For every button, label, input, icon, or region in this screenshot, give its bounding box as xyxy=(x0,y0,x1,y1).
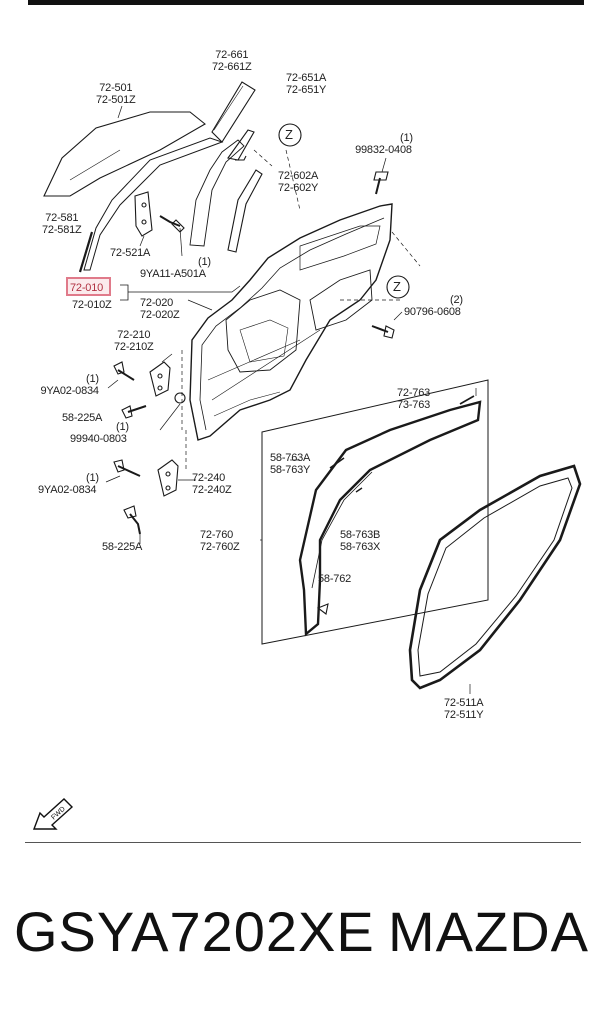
label-90796: (2)90796-0608 xyxy=(404,294,463,318)
z-marker-top: Z xyxy=(285,127,293,142)
label-72-010z: 72-010Z xyxy=(72,299,112,311)
z-marker-mid: Z xyxy=(393,279,401,294)
label-58-762: 58-762 xyxy=(318,573,352,585)
highlight-box-72-010[interactable] xyxy=(66,277,111,296)
label-58-225a-lower: 58-225A xyxy=(102,541,143,553)
label-72-010[interactable]: 72-010 xyxy=(70,282,104,294)
part-number: GSYA7202XE xyxy=(14,900,375,963)
label-9ya02-lower: (1)9YA02-0834 xyxy=(38,472,99,496)
brand-name: MAZDA xyxy=(388,900,589,963)
bottom-rule xyxy=(25,842,581,843)
forward-arrow-icon: FWD xyxy=(32,798,74,830)
top-rule xyxy=(28,0,584,5)
label-58-225a-upper: 58-225A xyxy=(62,412,103,424)
exploded-door-diagram xyxy=(43,81,582,694)
label-72-521a: 72-521A xyxy=(110,247,151,259)
label-9ya11: (1)9YA11-A501A xyxy=(140,256,211,280)
label-99940: (1)99940-0803 xyxy=(70,421,129,445)
label-99832: (1)99832-0408 xyxy=(355,132,413,156)
label-9ya02-upper: (1)9YA02-0834 xyxy=(40,373,100,397)
